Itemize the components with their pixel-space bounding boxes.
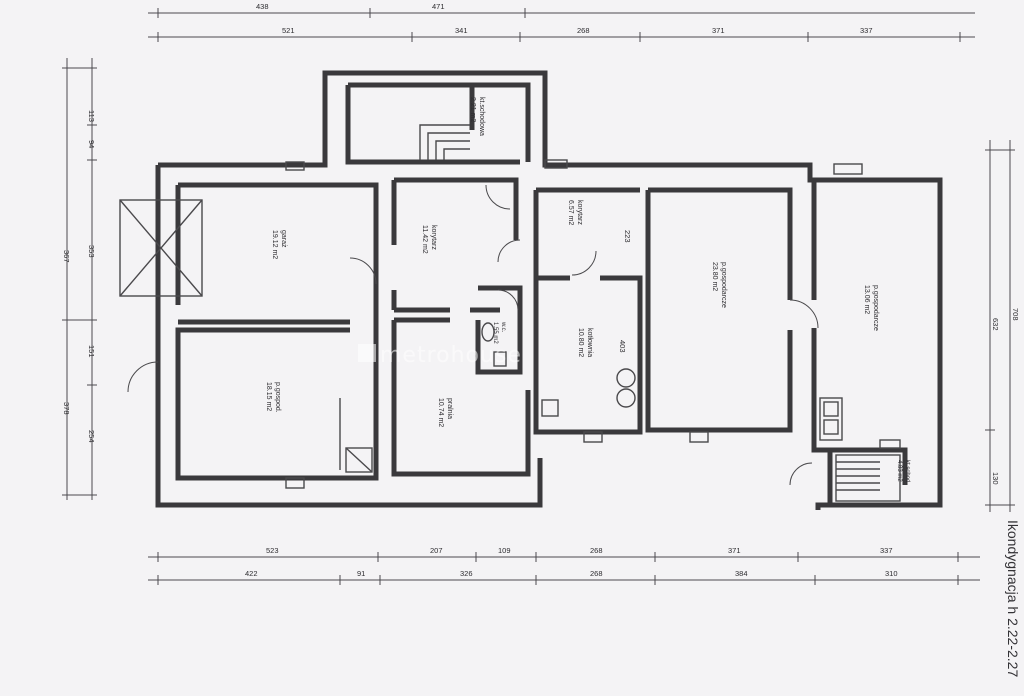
room-area-p-gospodarcze-1: 23.80 m2: [711, 262, 718, 291]
walls: [155, 70, 943, 510]
top-dim-371: 371: [712, 26, 725, 35]
room-name-p-gospodarcze-2: p.gospodarcze: [872, 285, 879, 331]
garage-gate: [119, 199, 203, 297]
watermark-text: metrohouse: [380, 343, 522, 368]
left-dim-113: 113: [87, 110, 96, 122]
bottom-dimensions: 523 207 109 268 371 337 422 91 326 268 3…: [148, 546, 980, 585]
room-name-kotlownia: kotłownia: [586, 328, 593, 357]
left-dim-378: 378: [62, 402, 71, 415]
right-dim-632: 632: [991, 318, 1000, 331]
shower-tray: [345, 447, 373, 473]
room-area-garaz: 19.12 m2: [271, 230, 278, 259]
room-name-p-gospodarcze-1: p.gospodarcze: [720, 262, 727, 308]
bottom-dim-523: 523: [266, 546, 279, 555]
watermark-logo-icon: [358, 344, 376, 362]
room-area-kotlownia: 10.80 m2: [577, 328, 584, 357]
top-dimensions: 438 471 521 341 268 371 337: [148, 2, 975, 42]
toilet: [481, 322, 495, 342]
top-dim-337: 337: [860, 26, 873, 35]
top-dim-471: 471: [432, 2, 445, 11]
door-swing-corridor: [497, 239, 521, 263]
left-dimensions: 113 94 353 151 254 367 378: [62, 58, 97, 500]
sink: [819, 397, 843, 441]
inline-dim-223: 223: [623, 230, 632, 243]
door-swing-garage: [349, 257, 377, 285]
door-swing-outer: [127, 361, 159, 393]
bottom-dim-268: 268: [590, 546, 603, 555]
door-swing-wc: [497, 289, 519, 311]
bottom-dim-337: 337: [880, 546, 893, 555]
room-area-kl-schod: 4.83 m2: [896, 460, 902, 482]
bottom-dim-326: 326: [460, 569, 473, 578]
right-dimensions: 632 130 708: [985, 140, 1020, 512]
room-name-schowek: kt.schodowa: [478, 97, 485, 136]
top-dim-438: 438: [256, 2, 269, 11]
room-name-pralnia: pralnia: [446, 398, 453, 419]
room-name-kl-schod: kt.schod.: [904, 460, 910, 484]
left-dim-94: 94: [87, 140, 96, 148]
top-dim-268: 268: [577, 26, 590, 35]
room-area-pralnia: 10.74 m2: [437, 398, 444, 427]
room-area-korytarz-2: 6.57 m2: [567, 200, 574, 225]
plan-details: [119, 124, 901, 502]
room-area-p-gospodarcze-2: 13.06 m2: [863, 285, 870, 314]
watermark: metrohouse: [358, 343, 522, 368]
inline-dim-403: 403: [618, 340, 627, 353]
boiler-tank-1: [616, 368, 636, 388]
left-dim-353: 353: [87, 245, 96, 258]
stairs-right: [835, 454, 901, 502]
door-swing-boiler: [571, 250, 597, 276]
door-swing-stair: [485, 184, 511, 210]
furnace: [541, 399, 559, 417]
left-dim-151: 151: [87, 345, 96, 358]
door-swing-room2: [789, 299, 819, 329]
left-dim-254: 254: [87, 430, 96, 443]
room-name-korytarz-2: korytarz: [576, 200, 583, 225]
door-swing-stairs: [789, 462, 813, 486]
bottom-dim-310: 310: [885, 569, 898, 578]
right-dim-130: 130: [991, 472, 1000, 485]
floor-caption: Ikondygnacja h 2.22-2.27: [1005, 520, 1021, 677]
room-name-korytarz-1: korytarz: [430, 225, 437, 250]
room-area-schowek: 2.21 m2: [469, 97, 476, 122]
bottom-dim-422: 422: [245, 569, 258, 578]
room-name-wc: w.c.: [500, 321, 506, 333]
room-area-wc: 1.55 m2: [492, 322, 498, 344]
bottom-dim-91: 91: [357, 569, 365, 578]
room-name-p-gospod: p.gospod.: [274, 382, 281, 413]
bottom-dim-207: 207: [430, 546, 443, 555]
bottom-dim-371: 371: [728, 546, 741, 555]
top-dim-341: 341: [455, 26, 468, 35]
left-dim-367: 367: [62, 250, 71, 263]
room-area-p-gospod: 18.15 m2: [265, 382, 272, 411]
top-dim-521: 521: [282, 26, 295, 35]
boiler-tank-2: [616, 388, 636, 408]
bottom-dim-384: 384: [735, 569, 748, 578]
room-name-garaz: garaż: [280, 230, 287, 248]
room-area-korytarz-1: 11.42 m2: [421, 225, 428, 254]
right-dim-708: 708: [1011, 308, 1020, 321]
bottom-dim-268b: 268: [590, 569, 603, 578]
room-labels: kt.schodowa 2.21 m2 garaż 19.12 m2 koryt…: [265, 97, 910, 484]
bottom-dim-109: 109: [498, 546, 511, 555]
